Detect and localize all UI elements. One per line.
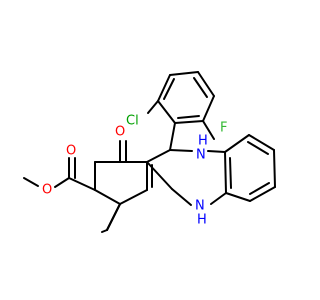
bond [273,149,276,188]
bond [171,188,192,206]
bond [224,134,250,153]
bond [207,150,226,153]
chlorine-label: Cl [126,114,139,129]
atom-labels: Cl F O O O H N N H [42,114,227,228]
bond [94,189,121,205]
bond [224,151,227,194]
bond [147,100,159,114]
ester-carbonyl-oxygen-label: O [66,144,76,159]
bond [119,189,148,205]
lower-amine-hydrogen-label: H [197,213,207,228]
bond [225,192,251,202]
bond [249,186,276,202]
bond [169,71,199,76]
bond [68,177,96,191]
bond [23,177,39,187]
bond-set [23,71,276,233]
ketone-oxygen-label: O [115,125,125,140]
bond [101,229,108,233]
bond [193,77,208,98]
bond [249,182,270,195]
ester-ether-oxygen-label: O [42,183,52,198]
bond [177,115,200,119]
background [0,0,300,300]
bond [163,78,175,100]
bond [229,157,232,189]
bond [146,149,171,163]
upper-amine-hydrogen-label: H [198,134,208,149]
bond [197,71,215,97]
bond [157,74,171,102]
lower-amine-nitrogen-label: N [195,199,205,214]
bond [202,120,215,140]
upper-amine-nitrogen-label: N [196,148,206,163]
bond [247,141,269,155]
bond [174,120,204,124]
bond [54,177,70,188]
bond [210,192,227,205]
bond [202,95,215,122]
bond [169,122,176,151]
bond [106,203,121,231]
bond [248,134,275,151]
bond [169,149,193,152]
molecule-structure: Cl F O O O H N N H [0,0,300,300]
fluorine-label: F [220,121,227,136]
bond [157,100,176,124]
